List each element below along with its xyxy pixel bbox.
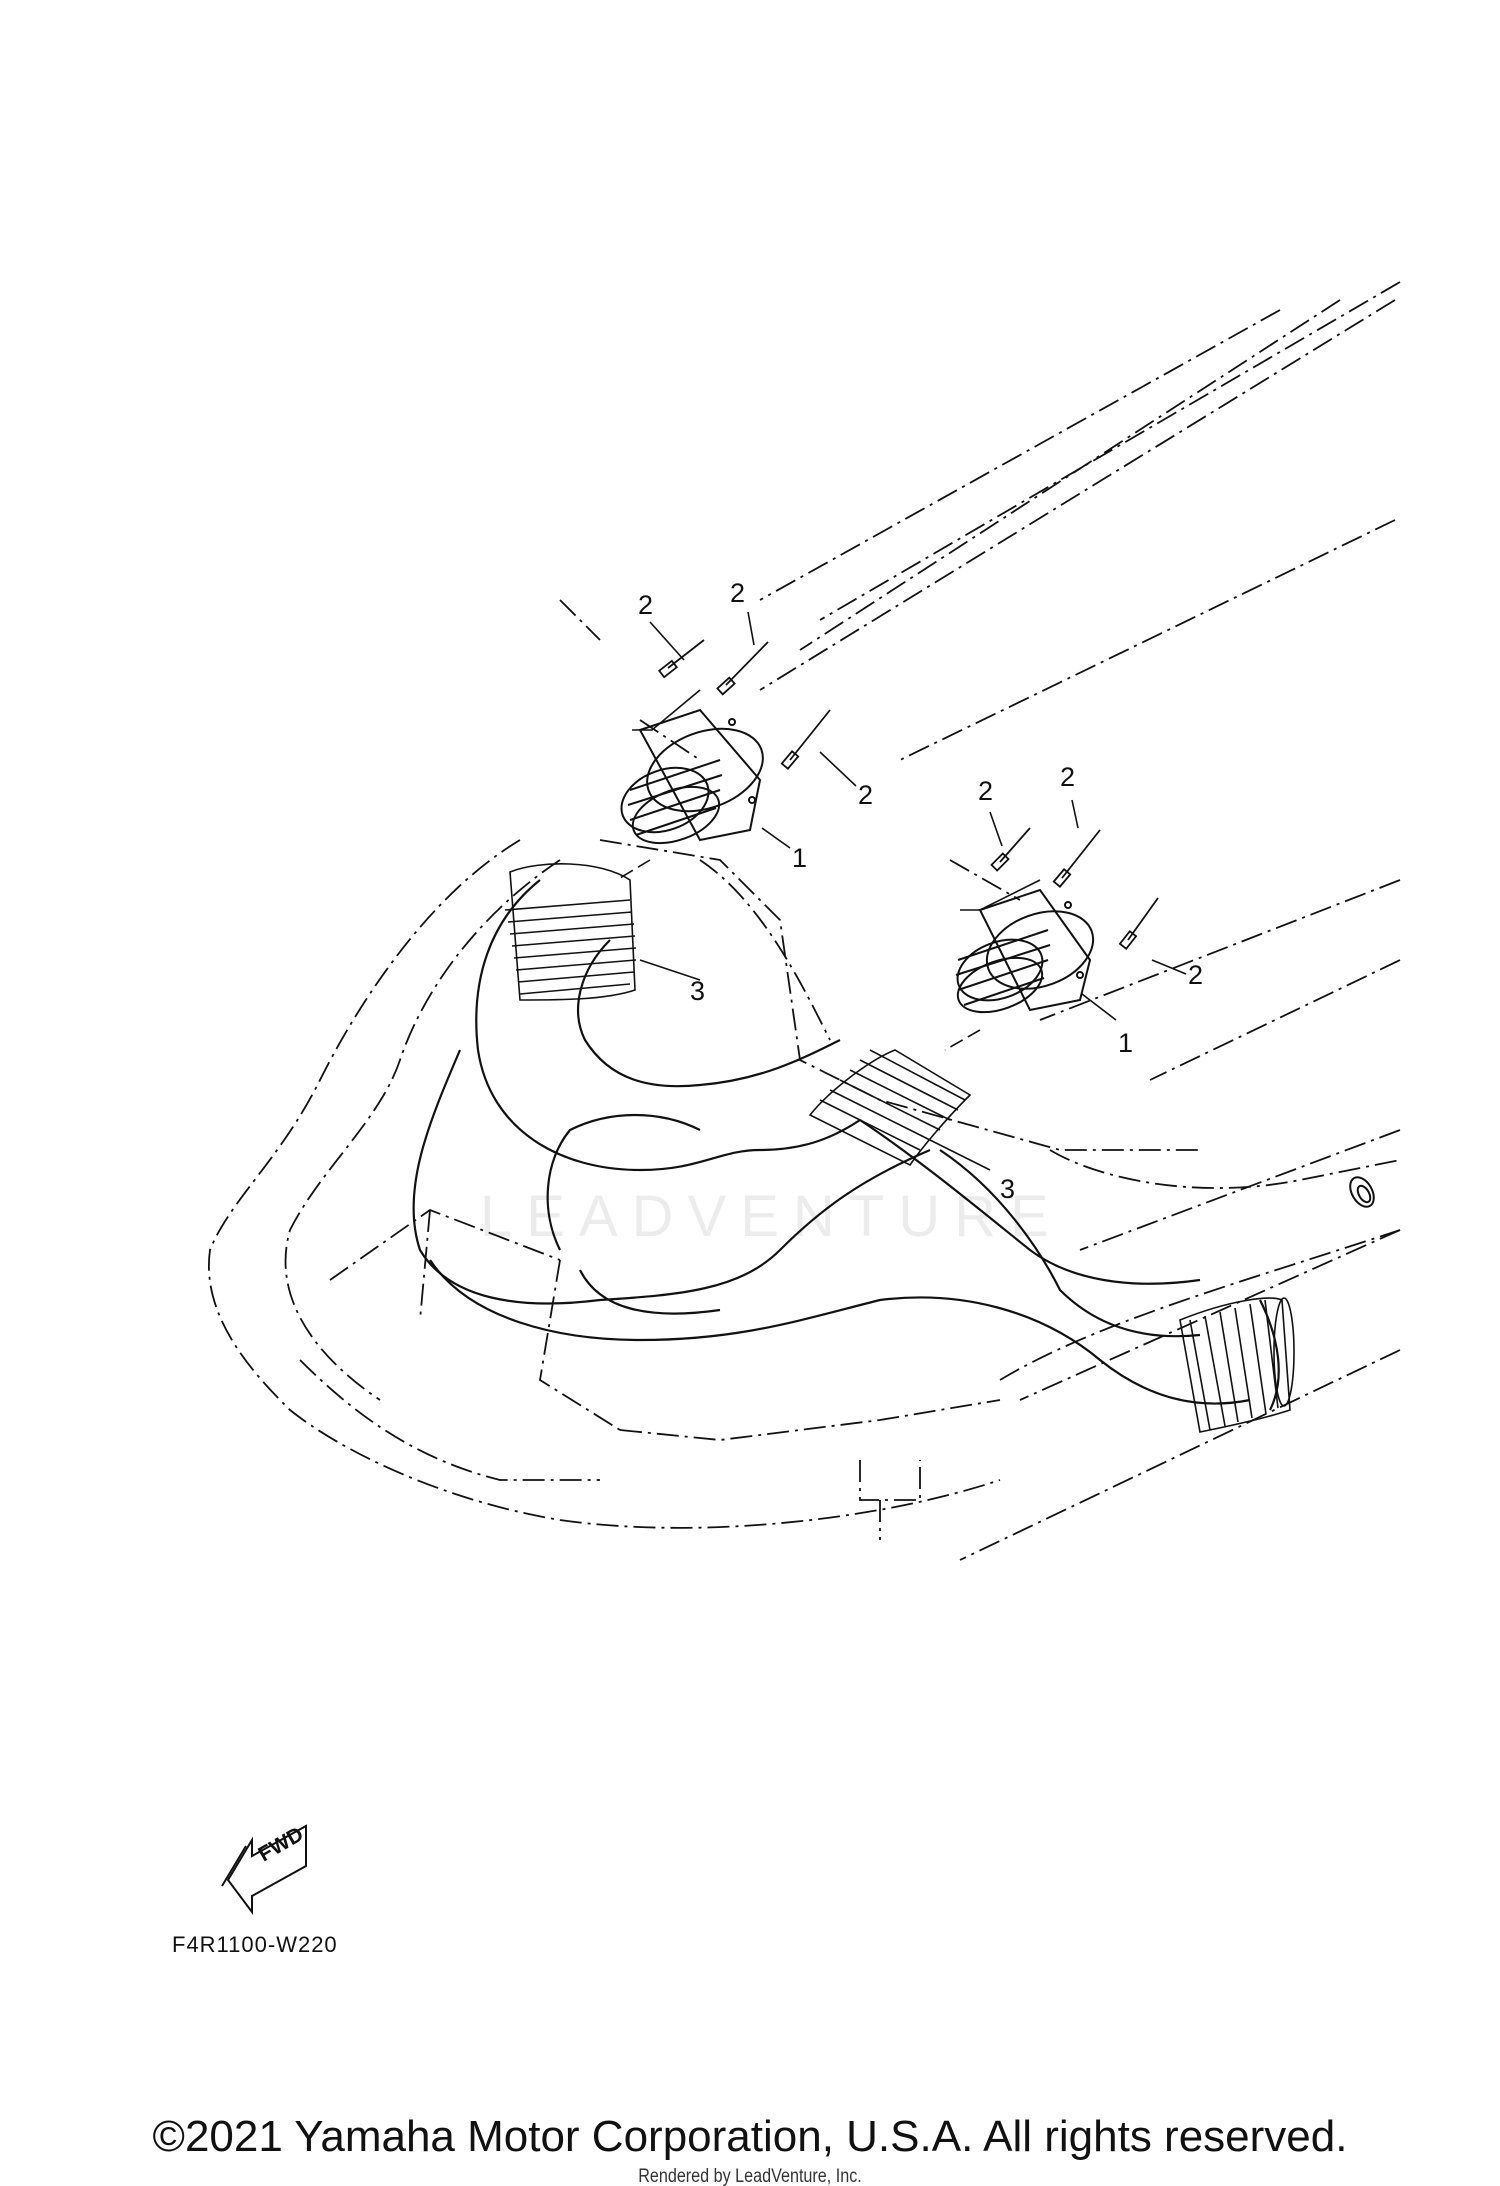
callout-rivet: 2 [1060, 762, 1076, 792]
callout-hose: 3 [690, 976, 706, 1006]
flange-fitting-left [620, 708, 764, 845]
rivets [657, 639, 1159, 951]
leadventure-watermark: LEADVENTURE [480, 1184, 1063, 1249]
deck-fitting [1349, 1176, 1375, 1208]
callout-rivet: 2 [638, 590, 654, 620]
callout-rivet: 2 [1188, 960, 1204, 990]
hose-cuff-middle [808, 1049, 972, 1167]
hose-upper [412, 879, 1201, 1338]
diagram-code: F4R1100-W220 [172, 1932, 338, 1957]
flange-fitting-right [955, 888, 1095, 1014]
copyright-notice: ©2021 Yamaha Motor Corporation, U.S.A. A… [152, 2112, 1348, 2161]
callout-rivet: 2 [858, 780, 874, 810]
fwd-arrow-icon [221, 1824, 307, 1915]
leader-lines [619, 611, 1187, 1171]
hull-outline [208, 281, 1401, 1561]
rendered-by-notice: Rendered by LeadVenture, Inc. [638, 2166, 862, 2186]
callout-flange-fitting: 1 [792, 843, 808, 873]
callout-rivet: 2 [978, 776, 994, 806]
hose-cuff-outlet [1179, 1297, 1295, 1433]
callout-flange-fitting: 1 [1118, 1028, 1134, 1058]
hose-cuff-top [504, 863, 637, 1001]
callout-rivet: 2 [730, 578, 746, 608]
callout-hose: 3 [1000, 1174, 1016, 1204]
